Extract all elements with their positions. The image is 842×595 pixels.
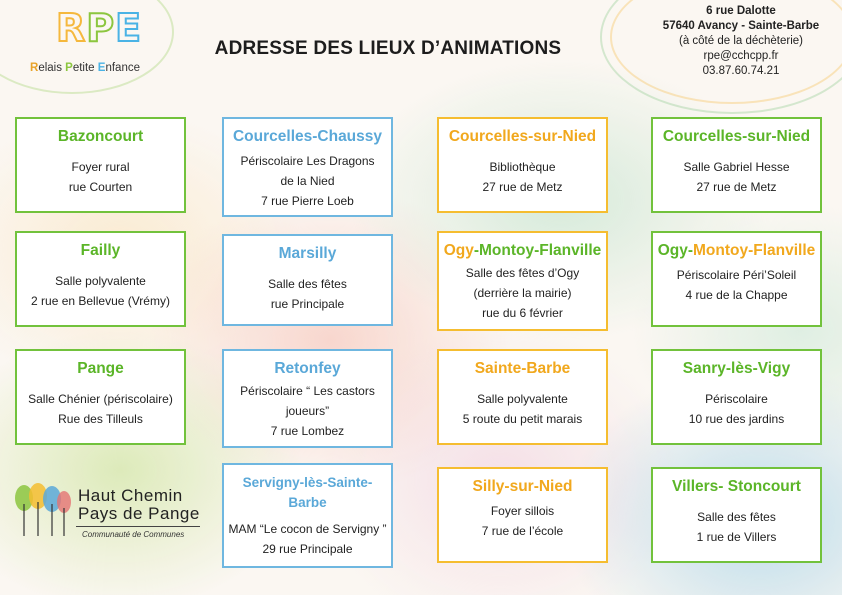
location-address: Salle polyvalente 2 rue en Bellevue (Vré… — [31, 274, 170, 308]
community-name-line3: Communauté de Communes — [82, 530, 185, 539]
location-card: Sanry-lès-Vigy Périscolaire 10 rue des j… — [651, 349, 822, 445]
location-name: Courcelles-Chaussy — [232, 128, 383, 145]
location-name: Ogy-Montoy-Flanville — [443, 242, 602, 259]
divider — [76, 526, 200, 527]
community-logo: Haut Chemin Pays de Pange Communauté de … — [14, 482, 210, 552]
location-name: Silly-sur-Nied — [472, 478, 573, 495]
location-address: Salle des fêtes d’Ogy (derrière la mairi… — [465, 266, 580, 320]
location-name: Sainte-Barbe — [474, 360, 571, 377]
location-card: Bazoncourt Foyer rural rue Courten — [15, 117, 186, 213]
location-address: Salle des fêtes 1 rue de Villers — [696, 510, 777, 544]
location-card: Marsilly Salle des fêtes rue Principale — [222, 234, 393, 326]
location-card: Courcelles-sur-Nied Bibliothèque 27 rue … — [437, 117, 608, 213]
location-address: Périscolaire Péri’Soleil 4 rue de la Cha… — [676, 268, 797, 302]
rpe-logo-subtitle: Relais Petite Enfance — [30, 62, 140, 74]
trees-icon — [15, 483, 71, 536]
location-name: Villers- Stoncourt — [672, 478, 801, 495]
location-card: Failly Salle polyvalente 2 rue en Bellev… — [15, 231, 186, 327]
contact-phone: 03.87.60.74.21 — [702, 65, 780, 77]
location-card: Courcelles-Chaussy Périscolaire Les Drag… — [222, 117, 393, 217]
location-card: Pange Salle Chénier (périscolaire) Rue d… — [15, 349, 186, 445]
location-name: Ogy-Montoy-Flanville — [657, 242, 816, 259]
location-address: Bibliothèque 27 rue de Metz — [482, 160, 563, 194]
rpe-logo: RPE Relais Petite Enfance — [20, 4, 180, 84]
location-address: Salle Chénier (périscolaire) Rue des Til… — [28, 392, 173, 426]
location-address: Salle des fêtes rue Principale — [268, 277, 347, 311]
location-address: Périscolaire 10 rue des jardins — [688, 392, 785, 426]
location-card: Sainte-Barbe Salle polyvalente 5 route d… — [437, 349, 608, 445]
community-name-line2: Pays de Pange — [78, 504, 200, 523]
page-title: ADRESSE DES LIEUX D’ANIMATIONS — [214, 38, 562, 59]
location-name: Failly — [80, 242, 121, 259]
location-card: Retonfey Périscolaire “ Les castors joue… — [222, 349, 393, 448]
location-card: Courcelles-sur-Nied Salle Gabriel Hesse … — [651, 117, 822, 213]
location-name: Bazoncourt — [57, 128, 144, 145]
contact-email[interactable]: rpe@cchcpp.fr — [703, 50, 779, 62]
location-address: Salle polyvalente 5 route du petit marai… — [462, 392, 583, 426]
location-card: Ogy-Montoy-Flanville Salle des fêtes d’O… — [437, 231, 608, 331]
location-name: Pange — [77, 360, 124, 377]
location-address: Foyer rural rue Courten — [68, 160, 133, 194]
location-address: Salle Gabriel Hesse 27 rue de Metz — [683, 160, 790, 194]
location-name: Courcelles-sur-Nied — [448, 128, 597, 145]
location-name: Servigny-lès-Sainte-Barbe — [242, 475, 373, 510]
contact-city: 57640 Avancy - Sainte-Barbe — [662, 20, 820, 32]
location-card: Servigny-lès-Sainte-Barbe MAM “Le cocon … — [222, 463, 393, 568]
location-address: Périscolaire Les Dragons de la Nied 7 ru… — [240, 154, 375, 208]
location-card: Silly-sur-Nied Foyer sillois 7 rue de l’… — [437, 467, 608, 563]
rpe-logo-mark: RPE — [55, 5, 143, 51]
location-name: Retonfey — [274, 360, 341, 377]
location-address: Foyer sillois 7 rue de l’école — [481, 504, 564, 538]
location-address: MAM “Le cocon de Servigny ” 29 rue Princ… — [228, 522, 387, 556]
location-name: Courcelles-sur-Nied — [662, 128, 811, 145]
location-card: Villers- Stoncourt Salle des fêtes 1 rue… — [651, 467, 822, 563]
location-address: Périscolaire “ Les castors joueurs” 7 ru… — [240, 384, 375, 438]
location-name: Marsilly — [278, 245, 337, 262]
contact-note: (à côté de la déchèterie) — [678, 35, 804, 47]
contact-block: 6 rue Dalotte 57640 Avancy - Sainte-Barb… — [646, 4, 836, 79]
community-name-line1: Haut Chemin — [78, 486, 183, 505]
location-name: Sanry-lès-Vigy — [682, 360, 791, 377]
contact-street: 6 rue Dalotte — [706, 5, 776, 17]
location-card: Ogy-Montoy-Flanville Périscolaire Péri’S… — [651, 231, 822, 327]
